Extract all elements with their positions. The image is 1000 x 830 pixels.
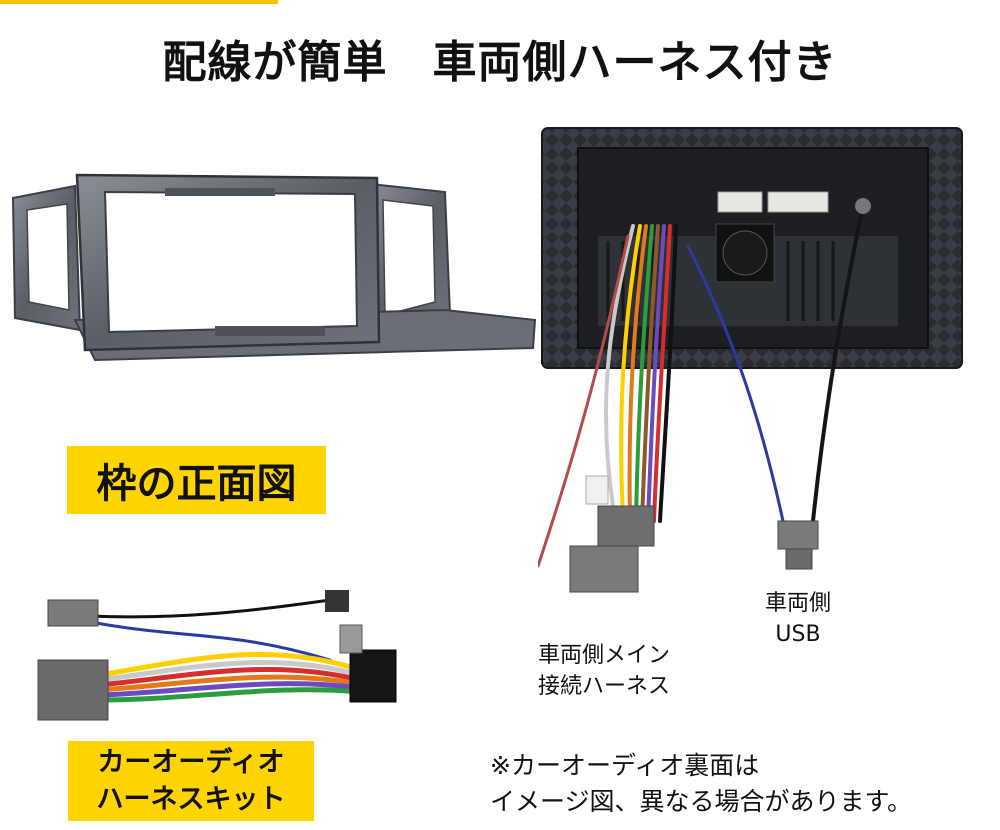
vehicle-usb-line1: 車両側 — [764, 591, 831, 616]
main-harness-line1: 車両側メイン — [538, 643, 671, 668]
vehicle-usb-line2: USB — [775, 622, 821, 647]
audio-harness-kit-label: カーオーディオ ハーネスキット — [68, 741, 314, 821]
audio-harness-kit-line2: ハーネスキット — [96, 784, 286, 815]
harness-kit-image — [37, 590, 397, 721]
frame-front-view-text: 枠の正面図 — [96, 461, 297, 507]
audio-unit-back-image — [538, 127, 963, 593]
vehicle-usb-callout: 車両側 USB — [756, 588, 840, 650]
main-harness-callout: 車両側メイン 接続ハーネス — [538, 640, 670, 702]
mounting-frame-image — [11, 173, 537, 362]
page-headline: 配線が簡単 車両側ハーネス付き — [162, 37, 838, 88]
audio-harness-kit-line1: カーオーディオ — [97, 747, 285, 778]
main-harness-line2: 接続ハーネス — [538, 674, 671, 699]
frame-front-view-label: 枠の正面図 — [67, 446, 326, 514]
disclaimer-line2: イメージ図、異なる場合があります。 — [490, 787, 913, 816]
disclaimer-note: ※カーオーディオ裏面は イメージ図、異なる場合があります。 — [490, 748, 912, 820]
disclaimer-line1: ※カーオーディオ裏面は — [490, 751, 760, 780]
top-accent-bar — [0, 0, 278, 4]
